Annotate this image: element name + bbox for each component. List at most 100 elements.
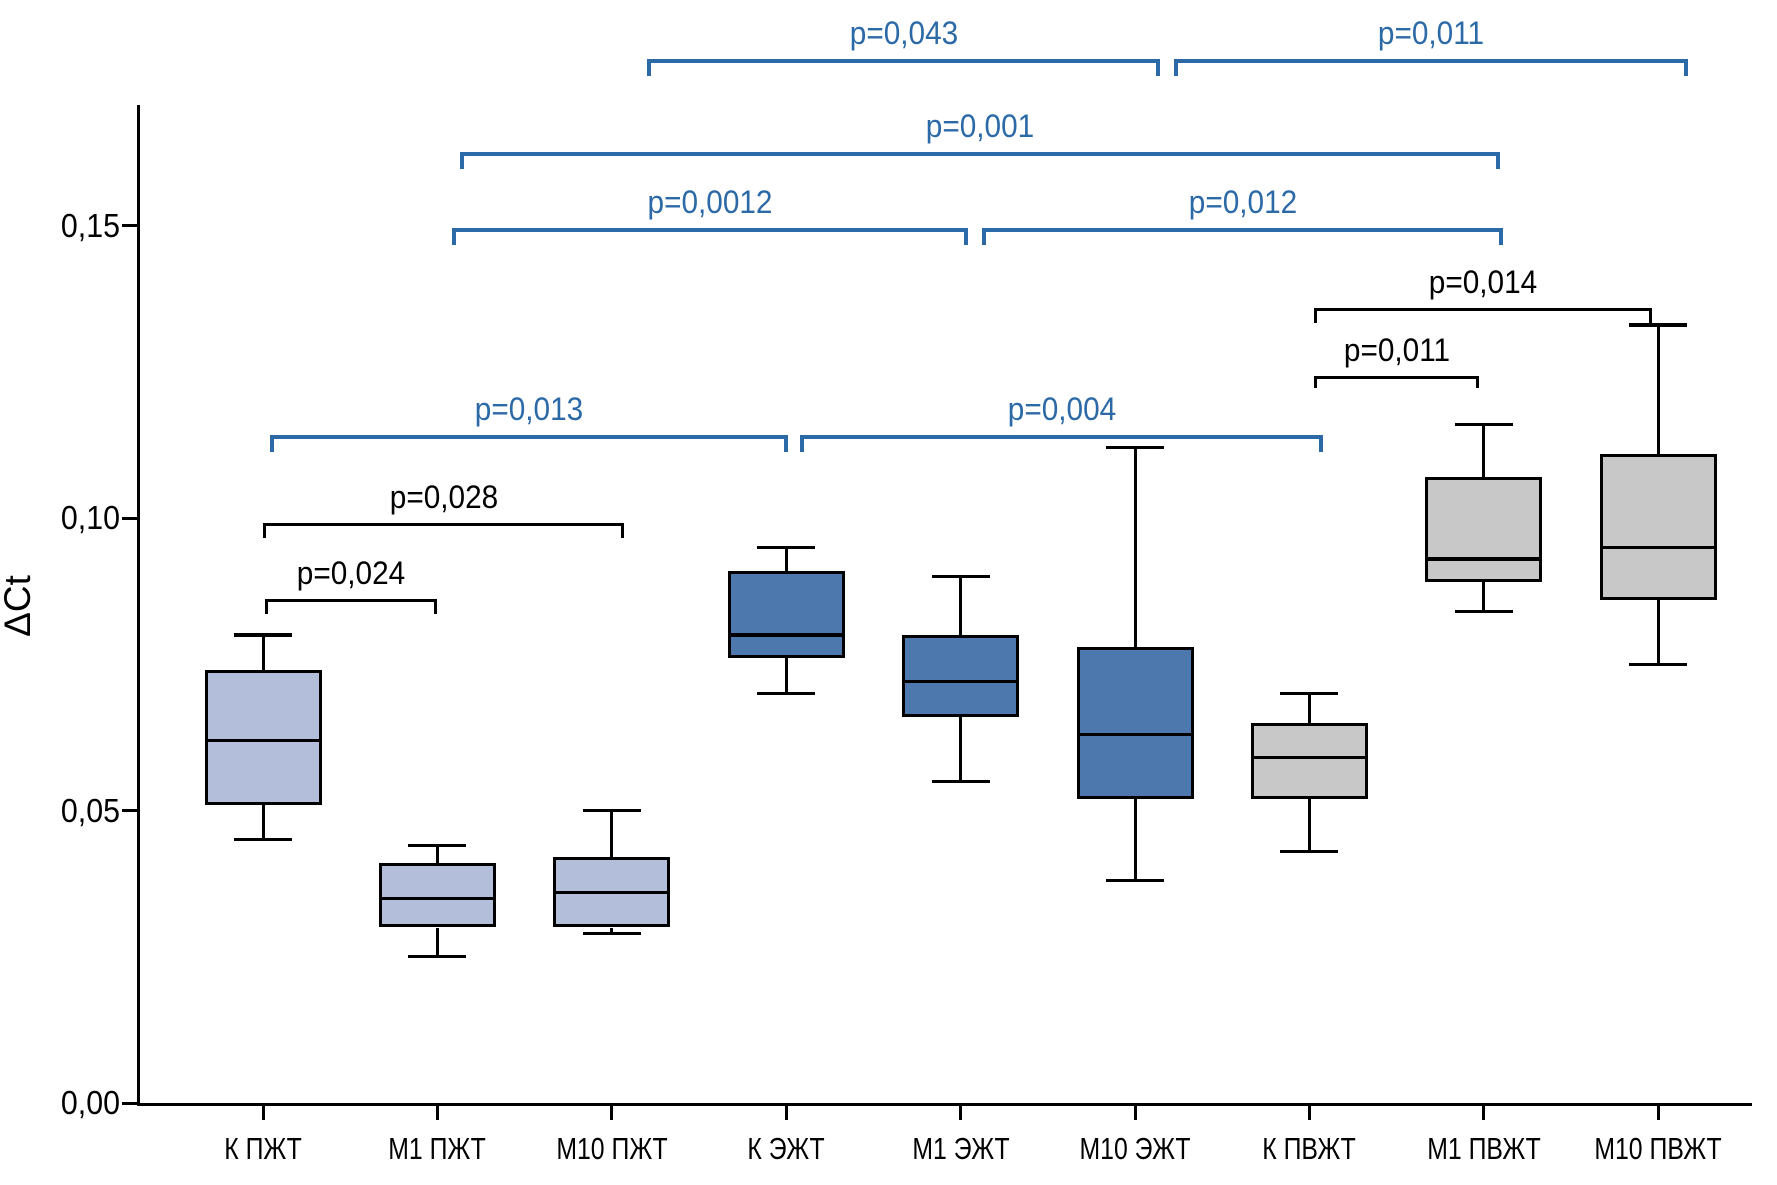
x-category-label: М1 ЭЖТ	[911, 1131, 1010, 1166]
significance-bracket-left-end	[265, 599, 268, 614]
median-line	[1076, 732, 1194, 737]
lower-whisker-cap	[1454, 610, 1513, 614]
x-tick	[1656, 1106, 1660, 1120]
box	[204, 670, 322, 805]
y-tick-label: 0,10	[60, 499, 120, 536]
x-category-label: М10 ЭЖТ	[1079, 1131, 1191, 1166]
lower-whisker-cap	[931, 779, 990, 783]
significance-bracket-left-end	[263, 523, 266, 538]
median-line	[1425, 557, 1543, 561]
x-category-label: К ПЖТ	[224, 1131, 302, 1166]
x-tick	[784, 1106, 788, 1120]
median-line	[1250, 756, 1368, 760]
significance-bracket-bar	[647, 59, 1160, 63]
significance-bracket-right-end	[1499, 228, 1503, 245]
significance-bracket-bar	[265, 599, 437, 602]
x-tick	[610, 1106, 614, 1120]
significance-bracket-bar	[1314, 376, 1479, 379]
y-tick	[122, 1101, 137, 1105]
p-value-label: p=0,043	[849, 15, 958, 51]
p-value-label: p=0,011	[1343, 332, 1450, 368]
y-axis-line	[137, 105, 140, 1106]
y-tick	[122, 224, 137, 227]
lower-whisker-cap	[1280, 849, 1339, 854]
p-value-label: p=0,024	[296, 555, 406, 591]
y-tick	[122, 809, 137, 812]
lower-whisker	[1656, 599, 1660, 665]
upper-whisker-cap	[1629, 323, 1688, 327]
lower-whisker-cap	[1629, 662, 1688, 666]
x-tick	[1482, 1106, 1486, 1120]
upper-whisker-cap	[931, 574, 990, 579]
significance-bracket-right-end	[621, 523, 624, 538]
significance-bracket-right-end	[1319, 435, 1323, 452]
p-value-label: p=0,011	[1377, 15, 1485, 51]
x-category-label: К ПВЖТ	[1262, 1131, 1357, 1166]
median-line	[1599, 545, 1717, 549]
lower-whisker	[435, 927, 439, 957]
p-value-label: p=0,028	[389, 479, 498, 515]
box	[1425, 477, 1543, 583]
significance-bracket-left-end	[647, 59, 651, 76]
significance-bracket-bar	[270, 435, 788, 439]
box	[1250, 722, 1368, 799]
significance-bracket-right-end	[1156, 59, 1160, 76]
upper-whisker	[1482, 424, 1486, 478]
median-line	[378, 896, 496, 900]
upper-whisker-cap	[582, 808, 641, 813]
lower-whisker-cap	[757, 691, 816, 696]
significance-bracket-right-end	[1649, 308, 1652, 323]
significance-bracket-left-end	[1314, 308, 1317, 323]
x-category-label: М10 ПВЖТ	[1594, 1131, 1722, 1166]
significance-bracket-bar	[452, 228, 968, 232]
significance-bracket-right-end	[434, 599, 437, 614]
significance-bracket-bar	[263, 523, 624, 526]
upper-whisker	[435, 845, 439, 864]
median-line	[727, 633, 845, 637]
upper-whisker	[1656, 324, 1660, 454]
lower-whisker	[959, 716, 963, 782]
significance-bracket-right-end	[1684, 59, 1688, 76]
lower-whisker	[1307, 798, 1311, 852]
significance-bracket-left-end	[270, 435, 274, 452]
x-tick	[261, 1106, 265, 1120]
x-tick	[1307, 1106, 1311, 1120]
y-tick	[122, 516, 137, 520]
x-tick	[1133, 1106, 1137, 1120]
upper-whisker-cap	[234, 633, 292, 637]
box	[902, 635, 1020, 717]
upper-whisker-cap	[1106, 446, 1164, 450]
significance-bracket-bar	[982, 228, 1503, 232]
upper-whisker	[610, 810, 614, 858]
box	[727, 570, 845, 659]
p-value-label: p=0,012	[1188, 184, 1297, 220]
lower-whisker	[1133, 798, 1137, 881]
y-axis-title: ΔCt	[0, 575, 38, 637]
significance-bracket-bar	[460, 152, 1500, 156]
x-category-label: К ЭЖТ	[747, 1131, 825, 1166]
upper-whisker-cap	[1454, 422, 1513, 426]
x-category-label: М1 ПВЖТ	[1427, 1131, 1541, 1166]
significance-bracket-bar	[1174, 59, 1688, 63]
lower-whisker	[784, 658, 788, 694]
significance-bracket-left-end	[982, 228, 986, 245]
lower-whisker	[610, 927, 614, 934]
upper-whisker	[1133, 447, 1137, 647]
upper-whisker	[959, 576, 963, 635]
p-value-label: p=0,014	[1428, 264, 1538, 300]
p-value-label: p=0,001	[925, 108, 1035, 144]
p-value-label: p=0,0012	[647, 184, 773, 220]
median-line	[902, 680, 1020, 684]
significance-bracket-right-end	[784, 435, 788, 452]
upper-whisker	[1307, 693, 1311, 723]
lower-whisker-cap	[234, 838, 292, 842]
significance-bracket-right-end	[1476, 376, 1479, 388]
significance-bracket-left-end	[460, 152, 464, 169]
box	[1076, 646, 1194, 799]
p-value-label: p=0,013	[474, 391, 584, 427]
lower-whisker-cap	[1106, 879, 1164, 883]
lower-whisker-cap	[408, 955, 467, 959]
significance-bracket-bar	[1314, 308, 1652, 311]
x-tick	[959, 1106, 963, 1120]
